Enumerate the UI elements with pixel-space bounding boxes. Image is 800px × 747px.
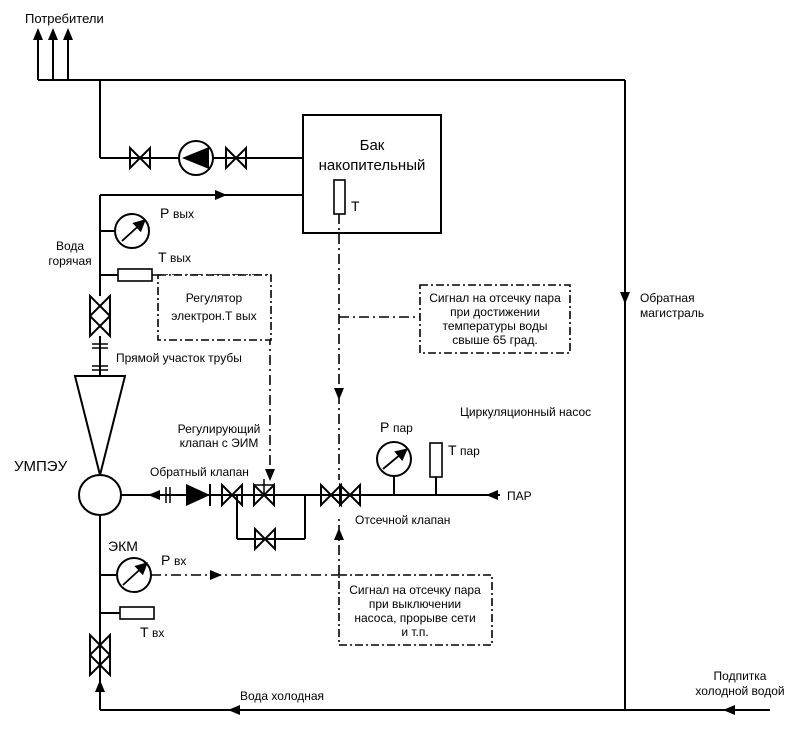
straight-pipe-label: Прямой участок трубы [116, 351, 242, 365]
hot-water-line [89, 190, 303, 376]
t-in-label: Т [140, 624, 149, 640]
p-steam-sub: пар [393, 421, 413, 435]
return-main-line1: Обратная [640, 291, 695, 305]
return-main-line2: магистраль [640, 306, 704, 320]
signal-pump-line3: насоса, прорыве сети [354, 611, 475, 625]
umpeu-label: УМПЭУ [14, 458, 68, 475]
t-out-sensor-icon [100, 268, 153, 282]
p-out-sub: вых [173, 207, 194, 221]
circ-pump-label: Циркуляционный насос [460, 405, 591, 419]
p-in-label: Р [161, 552, 170, 568]
signal-temp-box [419, 284, 571, 354]
signal-pump-line4: и т.п. [401, 625, 428, 639]
p-out-label: Р [160, 205, 169, 221]
signal-temp-line1: Сигнал на отсечку пара [429, 291, 561, 305]
tank-label-line2: накопительный [319, 157, 426, 174]
tank-temp-sensor-icon [333, 179, 346, 215]
umpeu-unit [78, 474, 122, 516]
ekm-label: ЭКМ [108, 538, 138, 554]
signal-pump-line1: Сигнал на отсечку пара [349, 583, 481, 597]
steam-label: ПАР [507, 489, 532, 503]
consumers-arrows [33, 28, 625, 81]
return-main-pipe [100, 80, 770, 715]
signal-temp-line3: температуры воды [443, 319, 548, 333]
p-in-gauge-icon [100, 557, 152, 593]
signal-pump-line2: при выключении [369, 597, 461, 611]
signal-lines [151, 214, 420, 580]
t-steam-sensor-icon [429, 442, 443, 495]
cold-water-label: Вода холодная [240, 689, 324, 703]
t-in-sub: вх [152, 626, 164, 640]
circulation-line [99, 80, 303, 176]
t-out-sub: вых [170, 251, 191, 265]
p-in-sub: вх [174, 554, 186, 568]
tank-label-line1: Бак [360, 137, 385, 154]
hot-water-label-line1: Вода [56, 239, 84, 253]
hot-water-label-line2: горячая [48, 254, 91, 268]
check-valve-label: Обратный клапан [150, 465, 249, 479]
shutoff-valve-label: Отсечной клапан [355, 513, 450, 527]
t-in-sensor-icon [100, 606, 155, 620]
p-steam-gauge-icon [376, 441, 412, 495]
ejector-cone [73, 375, 127, 476]
makeup-line1: Подпитка [714, 669, 767, 683]
signal-temp-line4: свыше 65 град. [452, 333, 537, 347]
signal-temp-line2: при достижении [450, 305, 540, 319]
tank-sensor-label: Т [351, 198, 360, 214]
reg-valve-line1: Регулирующий [178, 422, 261, 436]
reg-valve-line2: клапан с ЭИМ [180, 436, 259, 450]
consumers-label: Потребители [25, 11, 104, 26]
t-steam-label: Т [448, 442, 457, 458]
makeup-line2: холодной водой [695, 684, 784, 698]
t-out-label: Т [158, 249, 167, 265]
regulator-label-line1: Регулятор [186, 291, 243, 305]
regulator-label-line2: электрон.Т вых [171, 309, 256, 323]
p-steam-label: Р [380, 419, 389, 435]
storage-tank [302, 114, 442, 234]
t-steam-sub: пар [460, 444, 480, 458]
signal-pump-box [338, 574, 493, 646]
regulator-box [157, 274, 272, 341]
p-out-gauge-icon [100, 213, 150, 249]
